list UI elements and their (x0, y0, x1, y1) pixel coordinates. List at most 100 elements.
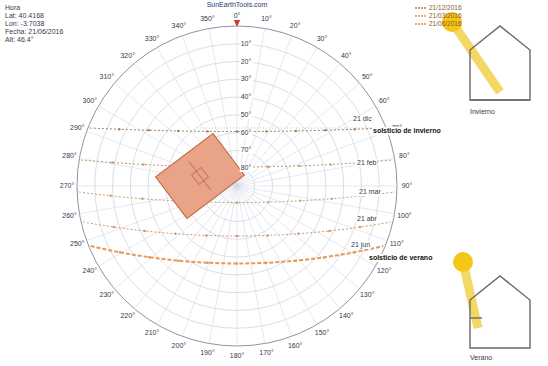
azimuth-label: 40° (340, 52, 353, 60)
hour-dot (142, 163, 144, 165)
house-caption: Invierno (470, 108, 495, 116)
azimuth-label: 10° (260, 15, 273, 23)
curve-label: solsticio de verano (368, 254, 433, 262)
hour-dot (267, 166, 269, 168)
azimuth-line (237, 186, 265, 344)
legend-text: 21/12/2016 (429, 4, 462, 11)
hour-dot (324, 256, 326, 258)
azimuth-label: 50° (361, 73, 374, 81)
hour-dot (113, 226, 115, 228)
info-text: Alt: 46.4° (5, 36, 33, 44)
info-text: Lat: 40.4168 (5, 12, 44, 20)
hour-dot (177, 260, 179, 262)
hour-dot (331, 198, 333, 200)
altitude-label: 20° (240, 58, 253, 66)
azimuth-label: 210° (144, 329, 160, 337)
hour-dot (298, 165, 300, 167)
house-sketches (442, 12, 530, 348)
curve-label: 21 jun (350, 241, 371, 249)
building-mark (192, 168, 209, 185)
info-text: Fecha: 21/06/2016 (5, 28, 63, 36)
azimuth-label: 320° (119, 52, 135, 60)
hour-dot (236, 130, 238, 132)
hour-dot (299, 200, 301, 202)
hour-dot (353, 128, 355, 130)
azimuth-label: 90° (401, 182, 414, 190)
hour-dot (148, 129, 150, 131)
hour-dot (267, 201, 269, 203)
sun (453, 252, 473, 272)
altitude-label: 80° (240, 164, 253, 172)
azimuth-label: 80° (398, 152, 411, 160)
hour-dot (109, 195, 111, 197)
azimuth-line (237, 83, 360, 186)
azimuth-line (237, 186, 340, 309)
azimuth-label: 110° (389, 240, 405, 248)
azimuth-label: 280° (61, 152, 77, 160)
azimuth-label: 190° (199, 349, 215, 357)
reference-line (197, 128, 387, 129)
hour-dot (295, 130, 297, 132)
azimuth-line (237, 26, 238, 186)
azimuth-line (237, 36, 292, 186)
legend-line (415, 21, 427, 27)
house-floor (470, 99, 530, 100)
hour-dot (205, 234, 207, 236)
azimuth-line (237, 186, 387, 241)
azimuth-label: 0° (233, 12, 242, 20)
hour-dot (328, 230, 330, 232)
azimuth-line (237, 131, 387, 186)
curve-label: 21 dic (352, 115, 373, 123)
info-text: Lon: -3.7038 (5, 20, 44, 28)
hour-dot (119, 251, 121, 253)
altitude-label: 30° (240, 75, 253, 83)
azimuth-label: 340° (171, 22, 187, 30)
house (470, 26, 530, 100)
hour-dot (143, 230, 145, 232)
azimuth-label: 170° (258, 349, 274, 357)
hour-dot (236, 235, 238, 237)
altitude-label: 10° (240, 40, 253, 48)
hour-dot (359, 226, 361, 228)
hour-dot (329, 163, 331, 165)
hour-dot (111, 161, 113, 163)
legend-text: 21/03/2016 (429, 12, 462, 19)
azimuth-label: 100° (396, 212, 412, 220)
info-text: Hora (5, 4, 20, 12)
building-plan (156, 134, 245, 219)
house (470, 276, 530, 348)
sun-path (79, 192, 395, 202)
hour-dot (353, 251, 355, 253)
sun-path (83, 222, 391, 236)
azimuth-label: 60° (378, 97, 391, 105)
azimuth-label: 30° (316, 35, 329, 43)
curve-label: 21 mar (358, 188, 382, 196)
azimuth-label: 250° (69, 240, 85, 248)
hour-dot (297, 233, 299, 235)
azimuth-line (237, 186, 238, 346)
hour-dot (236, 201, 238, 203)
hour-dot (294, 260, 296, 262)
house-eave (470, 317, 482, 318)
curve-label: solsticio de invierno (372, 127, 442, 135)
legend-entry: 21/12/2016 (415, 4, 462, 12)
curve-label: 21 feb (356, 159, 377, 167)
azimuth-label: 260° (61, 212, 77, 220)
sun-path (91, 246, 384, 263)
hour-dot (206, 130, 208, 132)
legend-text: 21/06/2016 (429, 20, 462, 27)
polar-grid (77, 18, 397, 346)
azimuth-label: 130° (359, 291, 375, 299)
azimuth-label: 160° (287, 342, 303, 350)
azimuth-label: 310° (99, 73, 115, 81)
altitude-label: 60° (240, 129, 253, 137)
altitude-label: 70° (240, 146, 253, 154)
hour-dot (141, 198, 143, 200)
azimuth-label: 200° (171, 342, 187, 350)
hour-dot (174, 233, 176, 235)
azimuth-label: 220° (119, 312, 135, 320)
legend-line (415, 5, 427, 11)
hour-dot (267, 234, 269, 236)
building-line (189, 162, 211, 191)
